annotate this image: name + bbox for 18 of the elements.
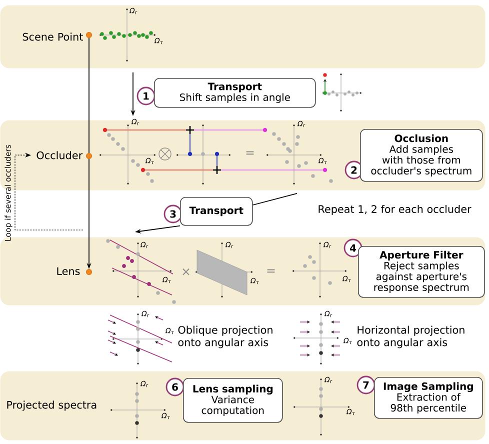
- dashed-arrow: [14, 152, 84, 230]
- note-text: Repeat 1, 2 for each occluder: [318, 204, 472, 216]
- step-number: 3: [164, 204, 182, 224]
- point-marker: [86, 269, 92, 275]
- connector-line: [88, 38, 90, 154]
- connector-line: [252, 192, 298, 206]
- step-box: Occlusion Add samples with those from occluder's spectrum: [360, 129, 483, 182]
- step-box: Lens sampling Variance computation: [183, 378, 283, 423]
- point-marker: [86, 153, 92, 159]
- operator-sign: =: [267, 269, 275, 273]
- operator-sign: =: [246, 151, 254, 155]
- step-box: Aperture Filter Reject samples against aperture's response spectrum: [358, 246, 485, 298]
- operator-sign: ×: [182, 268, 190, 276]
- description-text: Horizontal projection onto angular axis: [357, 326, 464, 348]
- step-number: 1: [136, 86, 156, 106]
- description-text: Oblique projection onto angular axis: [178, 326, 272, 348]
- step-box: Image Sampling Extraction of 98th percentile: [374, 377, 483, 419]
- point-marker: [86, 32, 92, 38]
